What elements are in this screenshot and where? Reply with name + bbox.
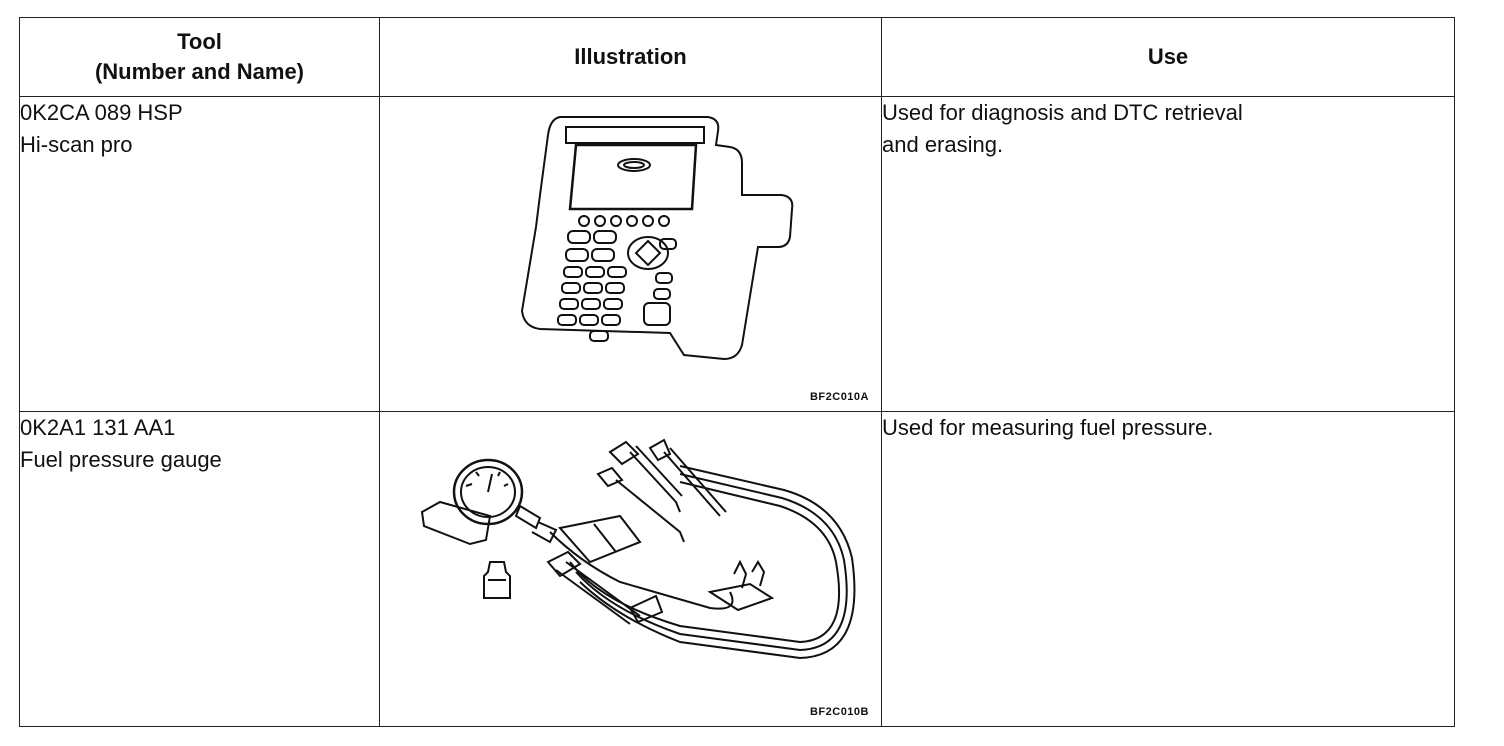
use-text-line1: Used for diagnosis and DTC retrieval	[882, 100, 1243, 125]
illustration-code: BF2C010B	[809, 706, 869, 718]
header-row: Tool (Number and Name) Illustration Use	[19, 17, 1455, 97]
tool-number: 0K2A1 131 AA1	[20, 415, 176, 440]
tool-cell: 0K2CA 089 HSP Hi-scan pro	[19, 96, 380, 412]
illustration-cell: BF2C010B	[379, 411, 882, 727]
use-cell: Used for measuring fuel pressure.	[881, 411, 1455, 727]
use-cell: Used for diagnosis and DTC retrieval and…	[881, 96, 1455, 412]
table-row: 0K2CA 089 HSP Hi-scan pro	[19, 96, 1455, 412]
scan-tool-illustration	[520, 116, 794, 361]
use-text-line2: and erasing.	[882, 132, 1004, 157]
fuel-gauge-illustration	[420, 438, 856, 660]
header-illustration: Illustration	[379, 17, 882, 97]
tool-name: Fuel pressure gauge	[20, 447, 222, 472]
use-text-line1: Used for measuring fuel pressure.	[882, 415, 1214, 440]
tool-name: Hi-scan pro	[20, 132, 133, 157]
header-tool-line2: (Number and Name)	[94, 59, 305, 84]
table-row: 0K2A1 131 AA1 Fuel pressure gauge	[19, 411, 1455, 727]
tool-cell: 0K2A1 131 AA1 Fuel pressure gauge	[19, 411, 380, 727]
tool-number: 0K2CA 089 HSP	[20, 100, 183, 125]
special-tools-table: Tool (Number and Name) Illustration Use …	[19, 17, 1455, 727]
header-use: Use	[881, 17, 1455, 97]
illustration-cell: BF2C010A	[379, 96, 882, 412]
illustration-code: BF2C010A	[809, 391, 869, 403]
header-tool-line1: Tool	[177, 29, 222, 54]
header-tool: Tool (Number and Name)	[19, 17, 380, 97]
